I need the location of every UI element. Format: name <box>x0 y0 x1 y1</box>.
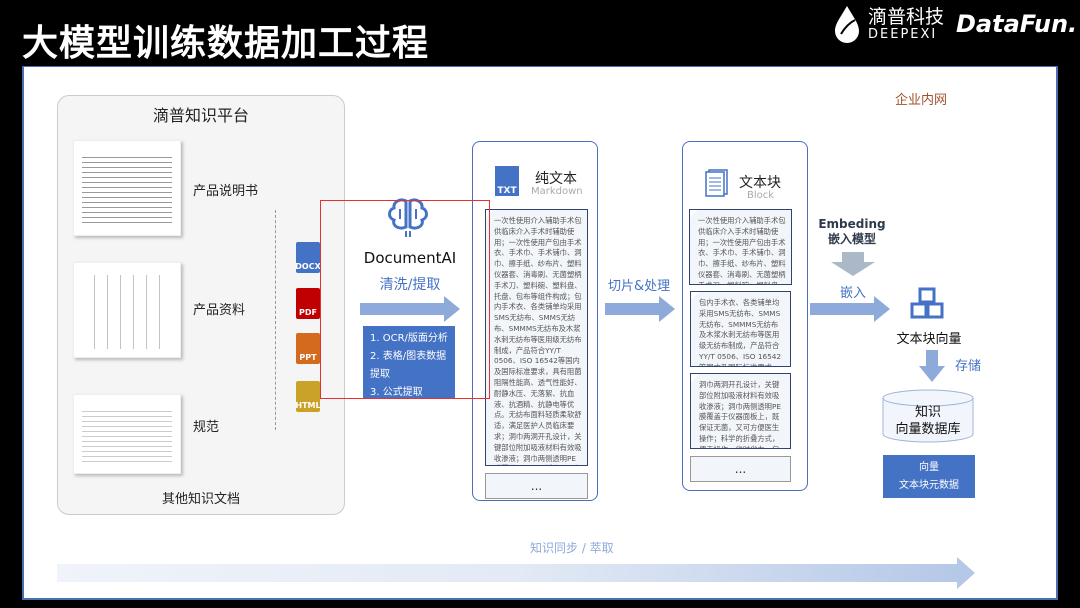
embedding-en: Embeding <box>818 217 886 231</box>
extract-arrow <box>360 296 460 322</box>
platform-title: 滴普知识平台 <box>152 106 249 125</box>
drop-logo-icon <box>835 6 859 43</box>
platform-item-manual: 产品说明书 <box>193 184 259 199</box>
document-icon <box>705 169 728 197</box>
text-block: 一次性使用介入辅助手术包供临床介入手术时辅助使用；一次性使用产包由手术衣、手术巾… <box>689 209 792 285</box>
brain-icon <box>388 198 428 237</box>
vector-metadata-box: 向量 文本块元数据 <box>883 455 975 498</box>
platform-item-product: 产品资料 <box>193 303 246 318</box>
ppt-icon: PPT <box>296 333 320 364</box>
store-label: 存储 <box>955 359 982 374</box>
text-block: 洞巾两洞开孔设计，关键部位附加吸液材料有效吸收渗液；洞巾两侧透明PE膜覆盖于仪器… <box>690 373 791 449</box>
knowledge-platform: 滴普知识平台 产品说明书 产品资料 规范 其他知识文档 <box>57 95 345 515</box>
documentai-steps: 1. OCR/版面分析 2. 表格/图表数据提取 3. 公式提取 <box>363 326 455 399</box>
step-item: 3. 公式提取 <box>370 387 423 398</box>
embed-down-arrow <box>831 252 875 276</box>
sync-label: 知识同步 / 萃取 <box>530 541 614 555</box>
block-more: ... <box>690 456 791 482</box>
block-column: 文本块 Block 一次性使用介入辅助手术包供临床介入手术时辅助使用；一次性使用… <box>682 141 808 491</box>
step-item: 1. OCR/版面分析 <box>370 333 448 344</box>
embed-arrow <box>810 296 890 322</box>
product-doc-image <box>73 262 181 358</box>
page-title: 大模型训练数据加工过程 <box>22 23 430 64</box>
html-icon: HTML <box>295 381 321 412</box>
meta-line2: 文本块元数据 <box>899 480 959 491</box>
cubes-icon <box>910 287 944 319</box>
deepexi-cn: 滴普科技 <box>868 5 945 28</box>
sync-arrow <box>57 557 975 589</box>
manual-doc-image <box>73 140 181 236</box>
database-cylinder <box>882 389 974 443</box>
step-item: 2. 表格/图表数据提取 <box>370 351 447 380</box>
embedding-cn: 嵌入模型 <box>827 232 876 246</box>
slice-label: 切片&处理 <box>608 279 671 294</box>
pdf-icon: PDF <box>296 288 320 319</box>
divider <box>275 210 276 430</box>
plain-text-content: 一次性使用介入辅助手术包供临床介入手术时辅助使用；一次性使用产包由手术衣、手术巾… <box>485 209 588 466</box>
clean-extract-label: 清洗/提取 <box>379 277 441 293</box>
plain-text-title: 纯文本 <box>535 171 577 187</box>
embed-label: 嵌入 <box>840 286 867 301</box>
plain-text-more: ... <box>485 473 588 499</box>
vector-label: 文本块向量 <box>896 332 962 347</box>
text-block: 包内手术衣、各类铺单均采用SMS无纺布、SMMS无纺布、SMMMS无纺布及木浆水… <box>690 291 791 367</box>
txt-file-icon: TXT <box>495 166 519 196</box>
plain-text-subtitle: Markdown <box>531 186 583 197</box>
docx-icon: DOCX <box>295 242 321 273</box>
block-subtitle: Block <box>747 190 775 201</box>
highlight-box <box>320 200 490 399</box>
meta-line1: 向量 <box>919 462 939 473</box>
documentai-label: DocumentAI <box>363 249 457 267</box>
db-line2: 向量数据库 <box>895 422 961 437</box>
intranet-label: 企业内网 <box>895 93 948 108</box>
database-label: 知识 向量数据库 <box>882 404 974 438</box>
block-title: 文本块 <box>739 175 781 191</box>
spec-doc-image <box>73 394 181 474</box>
store-down-arrow <box>919 350 945 382</box>
platform-item-spec: 规范 <box>193 420 220 435</box>
slice-arrow <box>605 296 675 322</box>
embedding-model-label: Embeding 嵌入模型 <box>810 217 894 247</box>
deepexi-en: DEEPEXI <box>868 26 938 42</box>
plain-text-column: TXT 纯文本 Markdown 一次性使用介入辅助手术包供临床介入手术时辅助使… <box>472 141 598 501</box>
db-line1: 知识 <box>914 405 941 420</box>
datafun-logo: DataFun. <box>956 10 1078 38</box>
platform-footer: 其他知识文档 <box>161 492 240 507</box>
